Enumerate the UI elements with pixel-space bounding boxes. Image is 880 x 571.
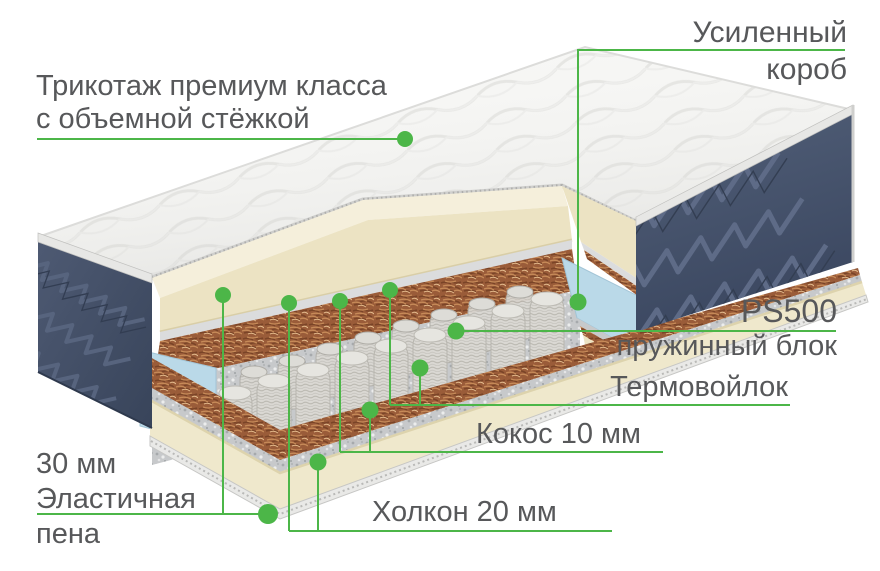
springs-dot xyxy=(447,322,465,340)
felt-dot-top xyxy=(382,282,398,298)
foam-label-line2: Эластичная xyxy=(36,483,196,515)
spring-block-label-line2: пружинный блок xyxy=(616,330,837,362)
holcon-dot-bottom xyxy=(309,453,327,471)
coconut-dot-top xyxy=(332,293,348,309)
holcon-layer-top xyxy=(160,240,572,341)
spring-block-label-line1: PS500 xyxy=(740,293,837,329)
spring-block-label: PS500 пружинный блок xyxy=(617,292,837,361)
foam-dot xyxy=(215,287,231,303)
holcon-callout-line xyxy=(288,303,612,532)
side-panel-right xyxy=(635,104,855,332)
cover-label-line1: Трикотаж премиум класса xyxy=(36,70,387,102)
cover-label: Трикотаж премиум класса с объемной стёжк… xyxy=(36,70,387,136)
holcon-layer-bottom xyxy=(149,280,866,509)
coconut-layer-top xyxy=(154,249,578,382)
foam-label-line1: 30 мм xyxy=(36,448,117,480)
foam-line-end-dot xyxy=(258,504,278,524)
reinforced-box-label: Усиленный короб xyxy=(693,14,847,88)
cover-label-line2: с объемной стёжкой xyxy=(36,103,310,135)
box-label-line1: Усиленный xyxy=(692,16,847,49)
felt-dot-bottom xyxy=(411,359,429,377)
box-callout-line xyxy=(577,49,845,302)
elastic-foam-label: 30 мм Эластичная пена xyxy=(36,447,196,552)
side-panel-left xyxy=(37,232,153,429)
callout-dots xyxy=(215,131,587,524)
box-dot xyxy=(569,293,587,311)
holcon-label: Холкон 20 мм xyxy=(372,496,557,528)
box-label-line2: короб xyxy=(766,53,847,86)
coconut-dot-bottom xyxy=(361,401,379,419)
coconut-label: Кокос 10 мм xyxy=(476,418,641,450)
cover-dot xyxy=(397,131,413,147)
holcon-dot-top xyxy=(281,295,297,311)
foam-label-line3: пена xyxy=(36,518,100,550)
bottom-piping-edge xyxy=(149,294,869,520)
thermo-felt-label: Термовойлок xyxy=(610,371,788,403)
foam-callout-line xyxy=(37,295,260,515)
